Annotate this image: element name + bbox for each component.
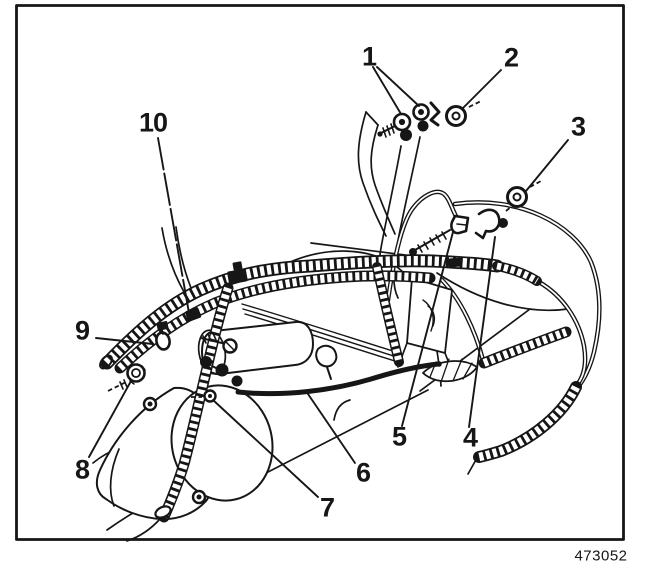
fasteners <box>107 100 542 403</box>
border-frame <box>15 4 625 541</box>
washer-2-icon <box>445 100 482 127</box>
motor-bolt-icon <box>142 396 207 505</box>
callout-5: 5 <box>391 421 407 452</box>
callout-6: 6 <box>355 457 371 488</box>
nut-7-icon <box>191 389 217 403</box>
callout-1: 1 <box>361 41 377 72</box>
callout-4: 4 <box>462 422 478 453</box>
callout-10: 10 <box>138 107 168 138</box>
terminal-bolt-icon <box>392 101 441 141</box>
solenoid-terminals <box>200 332 243 387</box>
callout-9: 9 <box>74 315 90 346</box>
hook-clamp-icon <box>474 205 513 240</box>
washer-3-icon <box>506 180 542 208</box>
p-clamp-icon <box>155 321 171 351</box>
figure-number: 473052 <box>574 547 628 565</box>
nut-8-icon <box>107 363 146 392</box>
callout-leader-lines <box>88 66 569 498</box>
clamp-bolt-icon <box>409 229 451 256</box>
harness-clamp-icon <box>185 257 463 322</box>
wires <box>161 136 602 391</box>
callout-3: 3 <box>570 111 586 142</box>
wiring-harness <box>99 254 582 542</box>
callout-2: 2 <box>503 42 519 73</box>
cable-clip-icon <box>450 214 470 235</box>
top-bracket <box>357 111 398 237</box>
callout-7: 7 <box>319 492 335 523</box>
callout-8: 8 <box>74 454 90 485</box>
